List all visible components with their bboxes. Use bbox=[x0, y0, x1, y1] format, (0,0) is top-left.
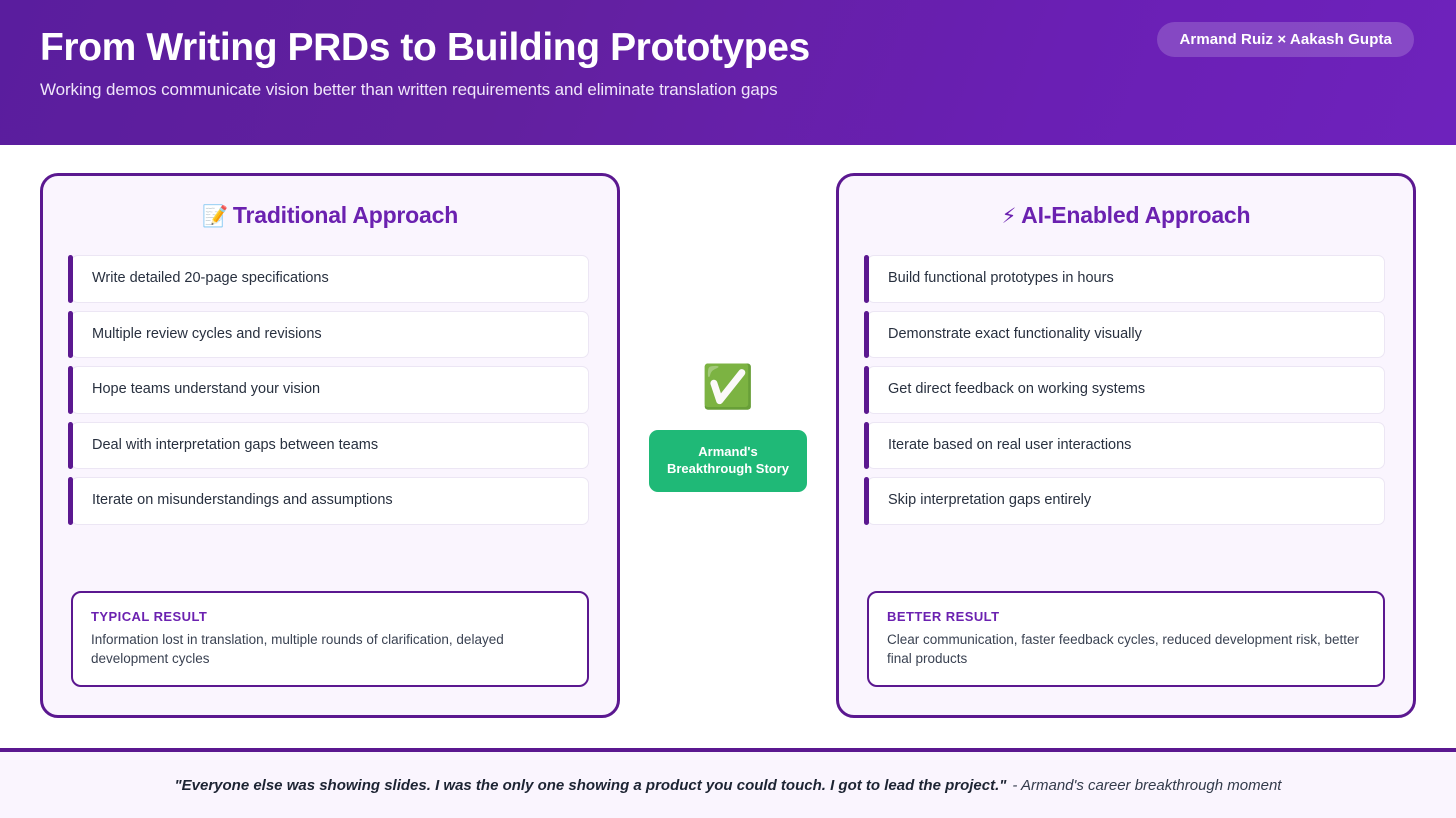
list-item-label: Iterate on misunderstandings and assumpt… bbox=[92, 492, 393, 509]
better-result-text: Clear communication, faster feedback cyc… bbox=[887, 631, 1359, 666]
list-item-label: Skip interpretation gaps entirely bbox=[888, 492, 1092, 509]
page-title: From Writing PRDs to Building Prototypes bbox=[40, 26, 810, 69]
footer-attribution: - Armand's career breakthrough moment bbox=[1012, 776, 1282, 794]
item-accent-bar bbox=[864, 255, 869, 303]
traditional-card-title-text: Traditional Approach bbox=[232, 202, 459, 228]
footer-quote-bar: "Everyone else was showing slides. I was… bbox=[0, 748, 1456, 818]
list-item-label: Deal with interpretation gaps between te… bbox=[92, 436, 379, 453]
authors-badge: Armand Ruiz × Aakash Gupta bbox=[1157, 22, 1414, 57]
ai-card-title: ⚡AI-Enabled Approach bbox=[867, 202, 1385, 229]
item-accent-bar bbox=[864, 310, 869, 359]
traditional-approach-card: 📝Traditional Approach Write detailed 20-… bbox=[40, 173, 620, 718]
item-accent-bar bbox=[864, 421, 869, 470]
item-accent-bar bbox=[864, 366, 869, 414]
list-item-label: Hope teams understand your vision bbox=[92, 381, 321, 398]
list-item-label: Iterate based on real user interactions bbox=[888, 436, 1132, 453]
list-item-label: Get direct feedback on working systems bbox=[888, 381, 1146, 398]
typical-result-box: TYPICAL RESULT Information lost in trans… bbox=[71, 590, 589, 687]
ai-item-list: Build functional prototypes in hours Dem… bbox=[864, 255, 1385, 525]
breakthrough-story-badge: Armand's Breakthrough Story bbox=[649, 430, 807, 492]
item-accent-bar bbox=[68, 255, 73, 303]
list-item: Write detailed 20-page specifications bbox=[68, 255, 589, 303]
list-item-label: Multiple review cycles and revisions bbox=[92, 325, 322, 342]
comparison-area: 📝Traditional Approach Write detailed 20-… bbox=[0, 145, 1456, 748]
list-item: Get direct feedback on working systems bbox=[864, 366, 1385, 414]
list-item: Iterate on misunderstandings and assumpt… bbox=[68, 477, 589, 525]
list-item-label: Build functional prototypes in hours bbox=[888, 270, 1114, 286]
list-item: Demonstrate exact functionality visually bbox=[864, 310, 1385, 359]
item-accent-bar bbox=[68, 310, 73, 359]
item-accent-bar bbox=[864, 477, 869, 525]
better-result-label: BETTER RESULT bbox=[887, 608, 1000, 624]
ai-card-title-text: AI-Enabled Approach bbox=[1021, 202, 1251, 228]
list-item-label: Write detailed 20-page specifications bbox=[92, 270, 329, 286]
traditional-item-list: Write detailed 20-page specifications Mu… bbox=[68, 255, 589, 525]
breakthrough-badge-line2: Breakthrough Story bbox=[666, 460, 790, 476]
item-accent-bar bbox=[68, 421, 73, 470]
list-item: Skip interpretation gaps entirely bbox=[864, 477, 1385, 525]
list-item-label: Demonstrate exact functionality visually bbox=[888, 325, 1142, 342]
traditional-card-title: 📝Traditional Approach bbox=[71, 202, 589, 229]
typical-result-label: TYPICAL RESULT bbox=[91, 608, 208, 624]
ai-enabled-approach-card: ⚡AI-Enabled Approach Build functional pr… bbox=[836, 173, 1416, 718]
list-item: Multiple review cycles and revisions bbox=[68, 310, 589, 359]
item-accent-bar bbox=[68, 477, 73, 525]
header-banner: From Writing PRDs to Building Prototypes… bbox=[0, 0, 1456, 145]
typical-result-text: Information lost in translation, multipl… bbox=[91, 631, 504, 666]
list-item: Hope teams understand your vision bbox=[68, 366, 589, 414]
footer-quote-text: "Everyone else was showing slides. I was… bbox=[174, 776, 1007, 794]
lightning-bolt-icon: ⚡ bbox=[1001, 204, 1017, 228]
better-result-box: BETTER RESULT Clear communication, faste… bbox=[867, 590, 1385, 687]
list-item: Build functional prototypes in hours bbox=[864, 255, 1385, 303]
list-item: Iterate based on real user interactions bbox=[864, 421, 1385, 470]
center-column: ✅ Armand's Breakthrough Story bbox=[630, 173, 826, 492]
item-accent-bar bbox=[68, 366, 73, 414]
memo-icon: 📝 bbox=[201, 204, 228, 228]
page-subtitle: Working demos communicate vision better … bbox=[40, 79, 778, 99]
green-check-icon: ✅ bbox=[701, 362, 755, 411]
breakthrough-badge-line1: Armand's bbox=[698, 444, 758, 459]
list-item: Deal with interpretation gaps between te… bbox=[68, 421, 589, 470]
